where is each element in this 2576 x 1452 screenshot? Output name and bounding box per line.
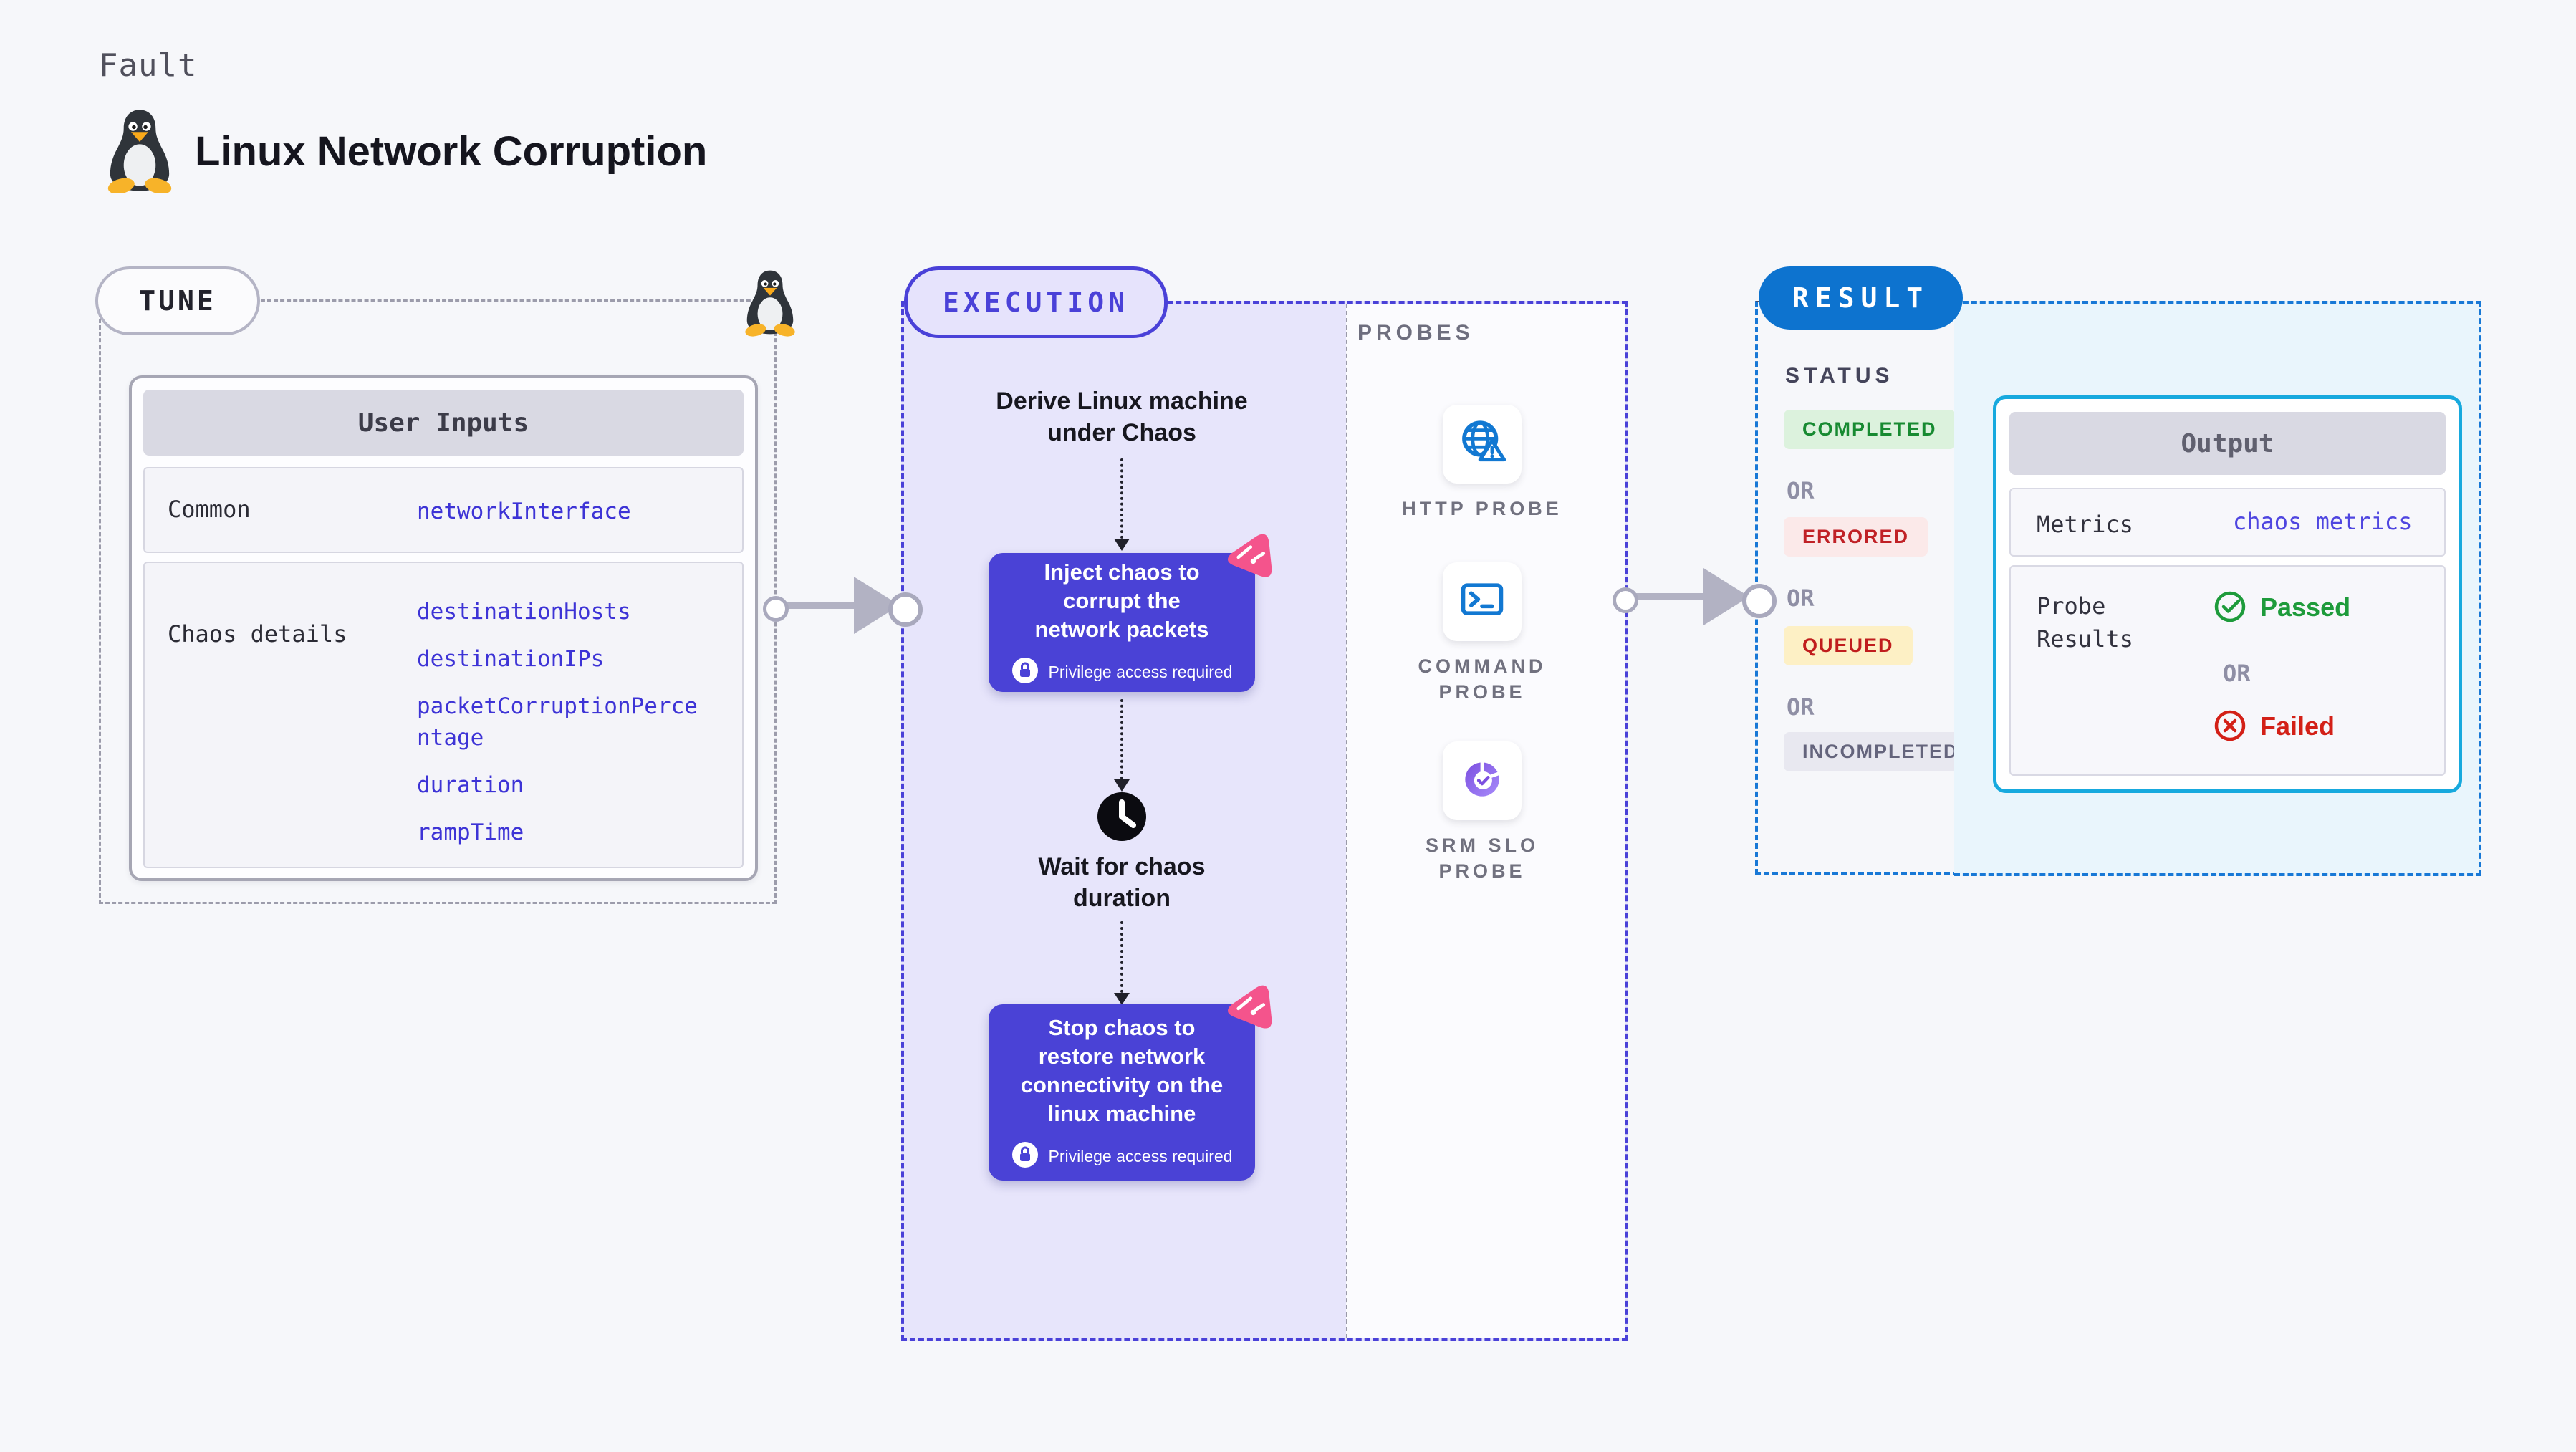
row-value: destinationIPs [417, 646, 605, 672]
tune-badge-label: TUNE [139, 285, 216, 317]
metrics-value: chaos metrics [2233, 508, 2413, 535]
status-badge-incompleted: INCOMPLETED [1784, 732, 1978, 771]
stop-chaos-node: Stop chaos to restore network connectivi… [989, 985, 1272, 1181]
command-probe-card [1443, 562, 1522, 641]
check-circle-icon [2213, 590, 2247, 628]
status-badge-queued: QUEUED [1784, 626, 1913, 665]
derive-machine-label: Derive Linux machine under Chaos [996, 388, 1248, 446]
http-probe-card [1443, 405, 1522, 484]
inject-chaos-label: Inject chaos to corrupt the network pack… [1034, 559, 1209, 642]
result-badge: RESULT [1759, 266, 1963, 330]
execution-badge-label: EXECUTION [943, 287, 1129, 318]
privilege-note-text: Privilege access required [1048, 662, 1233, 681]
srm-slo-probe-label: SRM SLO PROBE [1425, 835, 1539, 882]
flow-connector [1120, 921, 1123, 993]
arrow-head [1703, 568, 1749, 625]
or-separator: OR [1787, 693, 1815, 721]
row-value: destinationHosts [417, 599, 631, 625]
flow-connector [1120, 458, 1123, 539]
chaos-logo-icon [1222, 984, 1275, 1037]
arrow-tune-to-execution [779, 602, 855, 609]
output-header: Output [2009, 412, 2446, 475]
metrics-label: Metrics [2037, 511, 2133, 538]
tux-penguin-icon [100, 107, 179, 194]
command-probe-label: COMMAND PROBE [1418, 655, 1547, 703]
fault-kicker: Fault [99, 47, 198, 84]
user-inputs-card: User Inputs Common networkInterface Chao… [129, 375, 758, 881]
row-label: Common [168, 496, 251, 523]
row-value: duration [417, 772, 524, 798]
probes-heading: PROBES [1357, 321, 1474, 345]
privilege-note: Privilege access required [1011, 1141, 1233, 1172]
status-heading: STATUS [1785, 364, 1894, 388]
probe-results-label: Probe Results [2037, 592, 2133, 653]
row-value: rampTime [417, 819, 524, 845]
connector-dot [1742, 584, 1777, 618]
connector-dot [763, 596, 789, 622]
clock-icon [1096, 791, 1148, 842]
user-inputs-header: User Inputs [143, 390, 744, 456]
privilege-note: Privilege access required [1011, 657, 1233, 688]
or-separator: OR [1787, 477, 1815, 504]
status-badge-errored: ERRORED [1784, 517, 1928, 557]
wait-duration-label: Wait for chaos duration [1038, 853, 1206, 912]
failed-label: Failed [2260, 711, 2335, 741]
stop-chaos-label: Stop chaos to restore network connectivi… [1020, 1014, 1224, 1126]
lock-icon [1011, 657, 1039, 688]
table-row-chaos-details: Chaos details destinationHosts destinati… [143, 562, 744, 868]
inject-chaos-node: Inject chaos to corrupt the network pack… [989, 534, 1272, 692]
status-badge-completed: COMPLETED [1784, 410, 1956, 449]
table-row-common: Common networkInterface [143, 467, 744, 553]
tune-badge: TUNE [95, 266, 260, 335]
slo-donut-icon [1454, 751, 1510, 811]
tux-penguin-corner-icon [739, 268, 801, 337]
metrics-row: Metrics chaos metrics [2009, 488, 2446, 557]
lock-icon [1011, 1141, 1039, 1172]
output-card: Output Metrics chaos metrics Probe Resul… [1993, 395, 2462, 793]
flow-arrow-icon [1114, 993, 1130, 1005]
arrow-probes-to-result [1630, 593, 1705, 600]
privilege-note-text: Privilege access required [1048, 1146, 1233, 1165]
row-value: packetCorruptionPercentage [417, 693, 698, 751]
flow-connector [1120, 699, 1123, 779]
http-probe-label: HTTP PROBE [1402, 498, 1562, 519]
srm-slo-probe-card [1443, 741, 1522, 820]
row-value: networkInterface [417, 499, 631, 524]
page-title: Linux Network Corruption [195, 128, 708, 175]
chaos-logo-icon [1222, 533, 1275, 586]
passed-label: Passed [2260, 592, 2351, 622]
or-separator: OR [1787, 585, 1815, 612]
result-status-panel: STATUS COMPLETED OR ERRORED OR QUEUED OR… [1755, 301, 1978, 875]
result-badge-label: RESULT [1792, 282, 1930, 314]
terminal-icon [1454, 572, 1510, 632]
connector-dot [888, 592, 923, 627]
row-label: Chaos details [168, 620, 347, 648]
flow-arrow-icon [1114, 779, 1130, 792]
execution-badge: EXECUTION [904, 266, 1168, 338]
or-separator: OR [2223, 660, 2251, 687]
probe-results-row: Probe Results Passed OR Failed [2009, 565, 2446, 776]
globe-warning-icon [1454, 415, 1510, 474]
flow-arrow-icon [1114, 539, 1130, 551]
connector-dot [1613, 587, 1638, 613]
x-circle-icon [2213, 708, 2247, 746]
result-output-panel: Output Metrics chaos metrics Probe Resul… [1954, 301, 2481, 876]
row-values: destinationHosts destinationIPs packetCo… [417, 596, 703, 848]
